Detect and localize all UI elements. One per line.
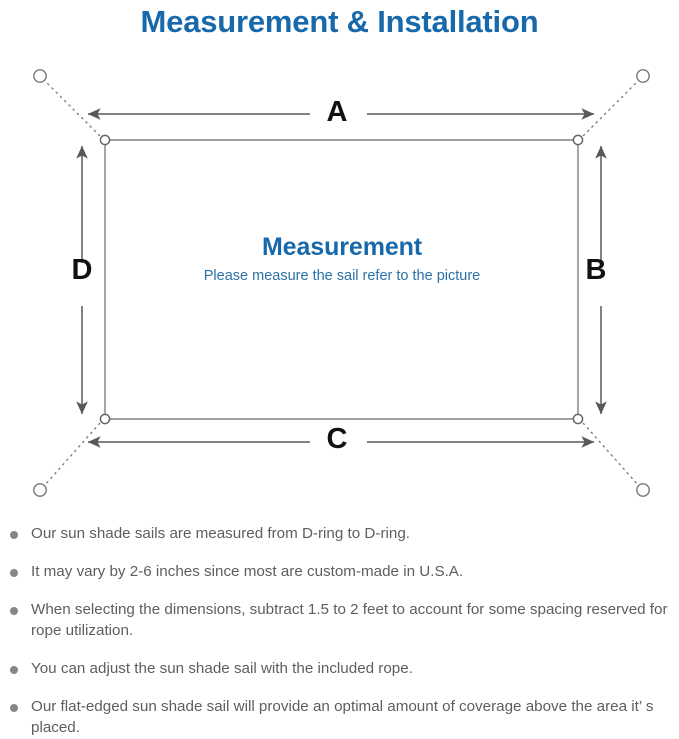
- note-text: You can adjust the sun shade sail with t…: [31, 659, 413, 677]
- list-item: You can adjust the sun shade sail with t…: [0, 659, 679, 680]
- list-item: It may vary by 2-6 inches since most are…: [0, 562, 679, 583]
- notes-list: Our sun shade sails are measured from D-…: [0, 524, 679, 739]
- sail-diagram-svg: [33, 69, 650, 497]
- page-title: Measurement & Installation: [140, 4, 539, 39]
- sail-rectangle: [104, 139, 579, 420]
- bullet-icon: [10, 531, 18, 539]
- d-ring-top-right: [572, 134, 584, 146]
- bullet-icon: [10, 606, 18, 615]
- dimension-label-b: B: [585, 254, 607, 286]
- dimension-label-a: A: [326, 96, 348, 128]
- dimension-label-c: C: [326, 423, 348, 455]
- anchor-point-bottom-left: [33, 483, 47, 497]
- list-item: When selecting the dimensions, subtract …: [0, 600, 679, 642]
- rope-top-left: [43, 79, 101, 137]
- bullet-icon: [10, 703, 18, 712]
- list-item: Our flat-edged sun shade sail will provi…: [0, 697, 679, 739]
- note-text: It may vary by 2-6 inches since most are…: [31, 562, 464, 580]
- rope-bottom-right: [582, 422, 640, 487]
- rope-bottom-left: [43, 422, 101, 487]
- anchor-point-top-left: [33, 69, 47, 83]
- list-item: Our sun shade sails are measured from D-…: [0, 524, 679, 545]
- dimension-label-d: D: [71, 254, 93, 286]
- note-text: Our sun shade sails are measured from D-…: [31, 525, 410, 542]
- d-ring-top-left: [99, 134, 111, 146]
- sail-subtext: Please measure the sail refer to the pic…: [203, 267, 481, 284]
- sail-heading: Measurement: [261, 233, 423, 261]
- bullet-icon: [10, 568, 18, 577]
- bullet-icon: [10, 665, 18, 674]
- d-ring-bottom-right: [572, 413, 584, 425]
- measurement-diagram: A B C D Measurement Please measure the s…: [0, 48, 679, 518]
- sail-center-text: Measurement Please measure the sail refe…: [105, 233, 579, 285]
- anchor-point-top-right: [636, 69, 650, 83]
- anchor-point-bottom-right: [636, 483, 650, 497]
- d-ring-bottom-left: [99, 413, 111, 425]
- rope-top-right: [582, 79, 640, 137]
- note-text: Our flat-edged sun shade sail will provi…: [31, 697, 654, 736]
- note-text: When selecting the dimensions, subtract …: [31, 600, 668, 639]
